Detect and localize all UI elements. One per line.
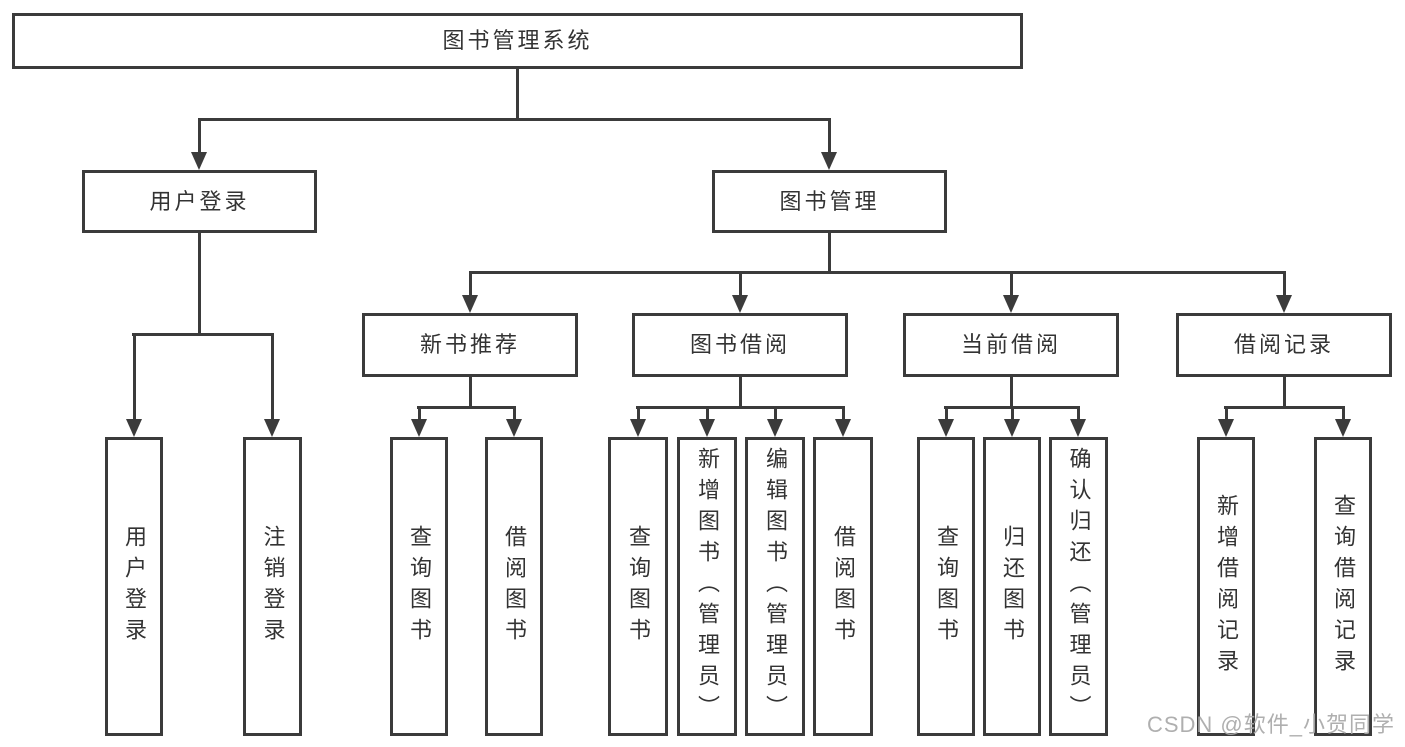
leaf-logout: 注销登录 <box>243 437 302 736</box>
arrow-down-icon <box>938 419 954 437</box>
arrow-down-icon <box>821 152 837 170</box>
connector-line <box>469 271 1286 274</box>
connector-line <box>469 274 472 295</box>
connector-line <box>1225 409 1228 419</box>
connector-line <box>198 121 201 152</box>
connector-line <box>1283 377 1286 409</box>
connector-line <box>1010 377 1013 409</box>
connector-line <box>828 121 831 152</box>
connector-line <box>637 409 640 419</box>
connector-line <box>944 406 1080 409</box>
connector-line <box>1342 409 1345 419</box>
connector-line <box>198 233 201 336</box>
connector-line <box>706 409 709 419</box>
connector-line <box>1010 274 1013 295</box>
connector-line <box>132 333 274 336</box>
leaf-add-borrow-record: 新增借阅记录 <box>1197 437 1255 736</box>
leaf-query-books-recommend: 查询图书 <box>390 437 448 736</box>
connector-line <box>1077 409 1080 419</box>
arrow-down-icon <box>1218 419 1234 437</box>
leaf-add-book-admin: 新增图书（管理员） <box>677 437 737 736</box>
arrow-down-icon <box>264 419 280 437</box>
connector-line <box>133 336 136 419</box>
leaf-return-book: 归还图书 <box>983 437 1041 736</box>
connector-line <box>516 69 519 121</box>
arrow-down-icon <box>699 419 715 437</box>
leaf-query-books-current: 查询图书 <box>917 437 975 736</box>
arrow-down-icon <box>126 419 142 437</box>
node-book-borrow: 图书借阅 <box>632 313 848 377</box>
node-root-system: 图书管理系统 <box>12 13 1023 69</box>
connector-line <box>271 336 274 419</box>
arrow-down-icon <box>462 295 478 313</box>
node-borrow-records: 借阅记录 <box>1176 313 1392 377</box>
leaf-query-books-borrow: 查询图书 <box>608 437 668 736</box>
leaf-user-login: 用户登录 <box>105 437 163 736</box>
connector-line <box>636 406 845 409</box>
arrow-down-icon <box>1335 419 1351 437</box>
arrow-down-icon <box>630 419 646 437</box>
connector-line <box>1224 406 1345 409</box>
leaf-query-borrow-record: 查询借阅记录 <box>1314 437 1372 736</box>
connector-line <box>739 274 742 295</box>
csdn-watermark: CSDN @软件_小贺同学 <box>1146 712 1395 737</box>
leaf-borrow-books: 借阅图书 <box>813 437 873 736</box>
connector-line <box>513 409 516 419</box>
connector-line <box>945 409 948 419</box>
connector-line <box>469 377 472 409</box>
arrow-down-icon <box>732 295 748 313</box>
connector-line <box>842 409 845 419</box>
arrow-down-icon <box>506 419 522 437</box>
arrow-down-icon <box>1003 295 1019 313</box>
arrow-down-icon <box>1004 419 1020 437</box>
connector-line <box>774 409 777 419</box>
node-new-book-recommend: 新书推荐 <box>362 313 578 377</box>
node-book-management: 图书管理 <box>712 170 947 233</box>
arrow-down-icon <box>767 419 783 437</box>
connector-line <box>418 409 421 419</box>
arrow-down-icon <box>1276 295 1292 313</box>
arrow-down-icon <box>1070 419 1086 437</box>
connector-line <box>198 118 831 121</box>
connector-line <box>417 406 516 409</box>
leaf-confirm-return-admin: 确认归还（管理员） <box>1049 437 1108 736</box>
connector-line <box>1011 409 1014 419</box>
arrow-down-icon <box>191 152 207 170</box>
arrow-down-icon <box>411 419 427 437</box>
arrow-down-icon <box>835 419 851 437</box>
leaf-borrow-books-recommend: 借阅图书 <box>485 437 543 736</box>
connector-line <box>1283 274 1286 295</box>
node-current-borrow: 当前借阅 <box>903 313 1119 377</box>
connector-line <box>828 233 831 274</box>
connector-line <box>739 377 742 409</box>
node-user-login: 用户登录 <box>82 170 317 233</box>
leaf-edit-book-admin: 编辑图书（管理员） <box>745 437 805 736</box>
